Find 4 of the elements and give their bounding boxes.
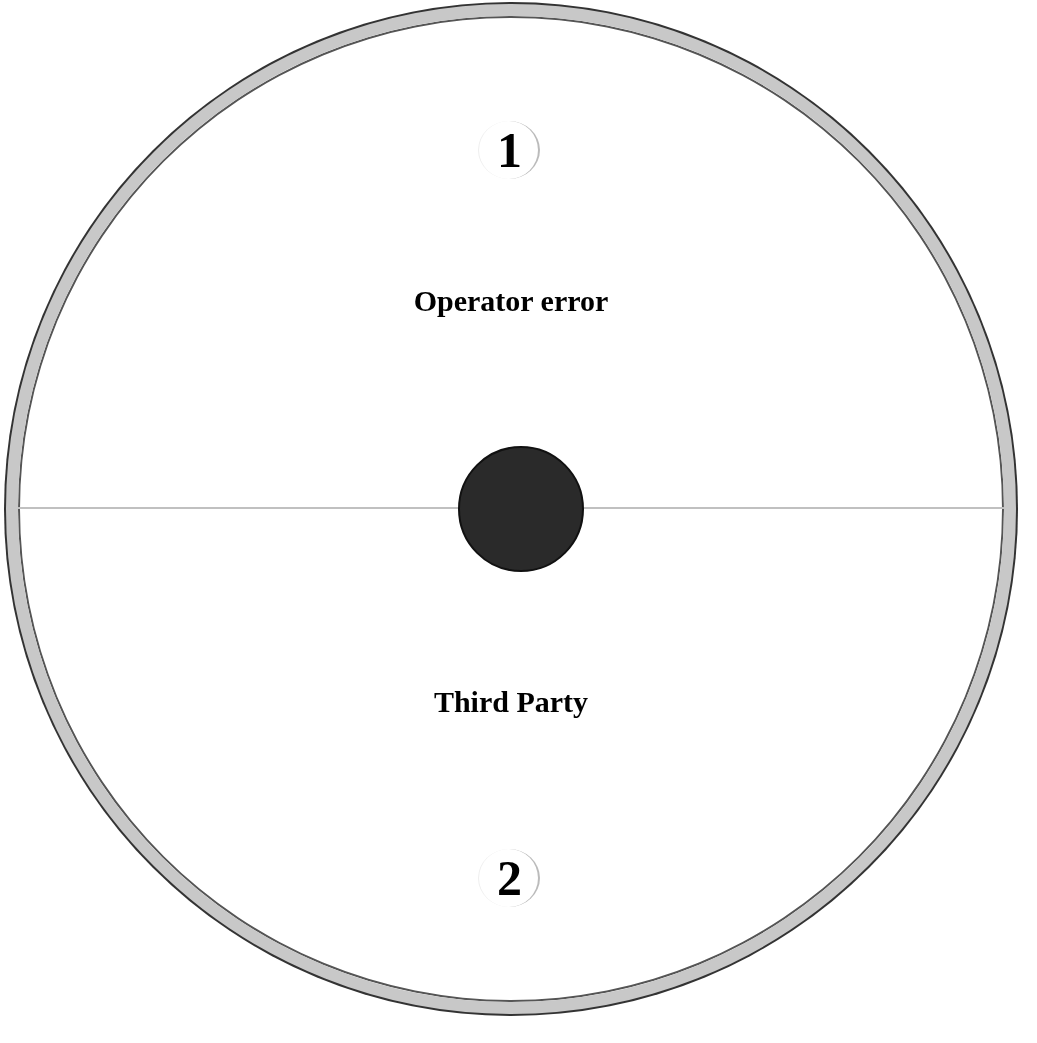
section-number: 1 xyxy=(478,121,540,179)
section-label: Third Party xyxy=(432,685,590,719)
section-number: 2 xyxy=(478,849,540,907)
section-label: Operator error xyxy=(412,284,610,318)
